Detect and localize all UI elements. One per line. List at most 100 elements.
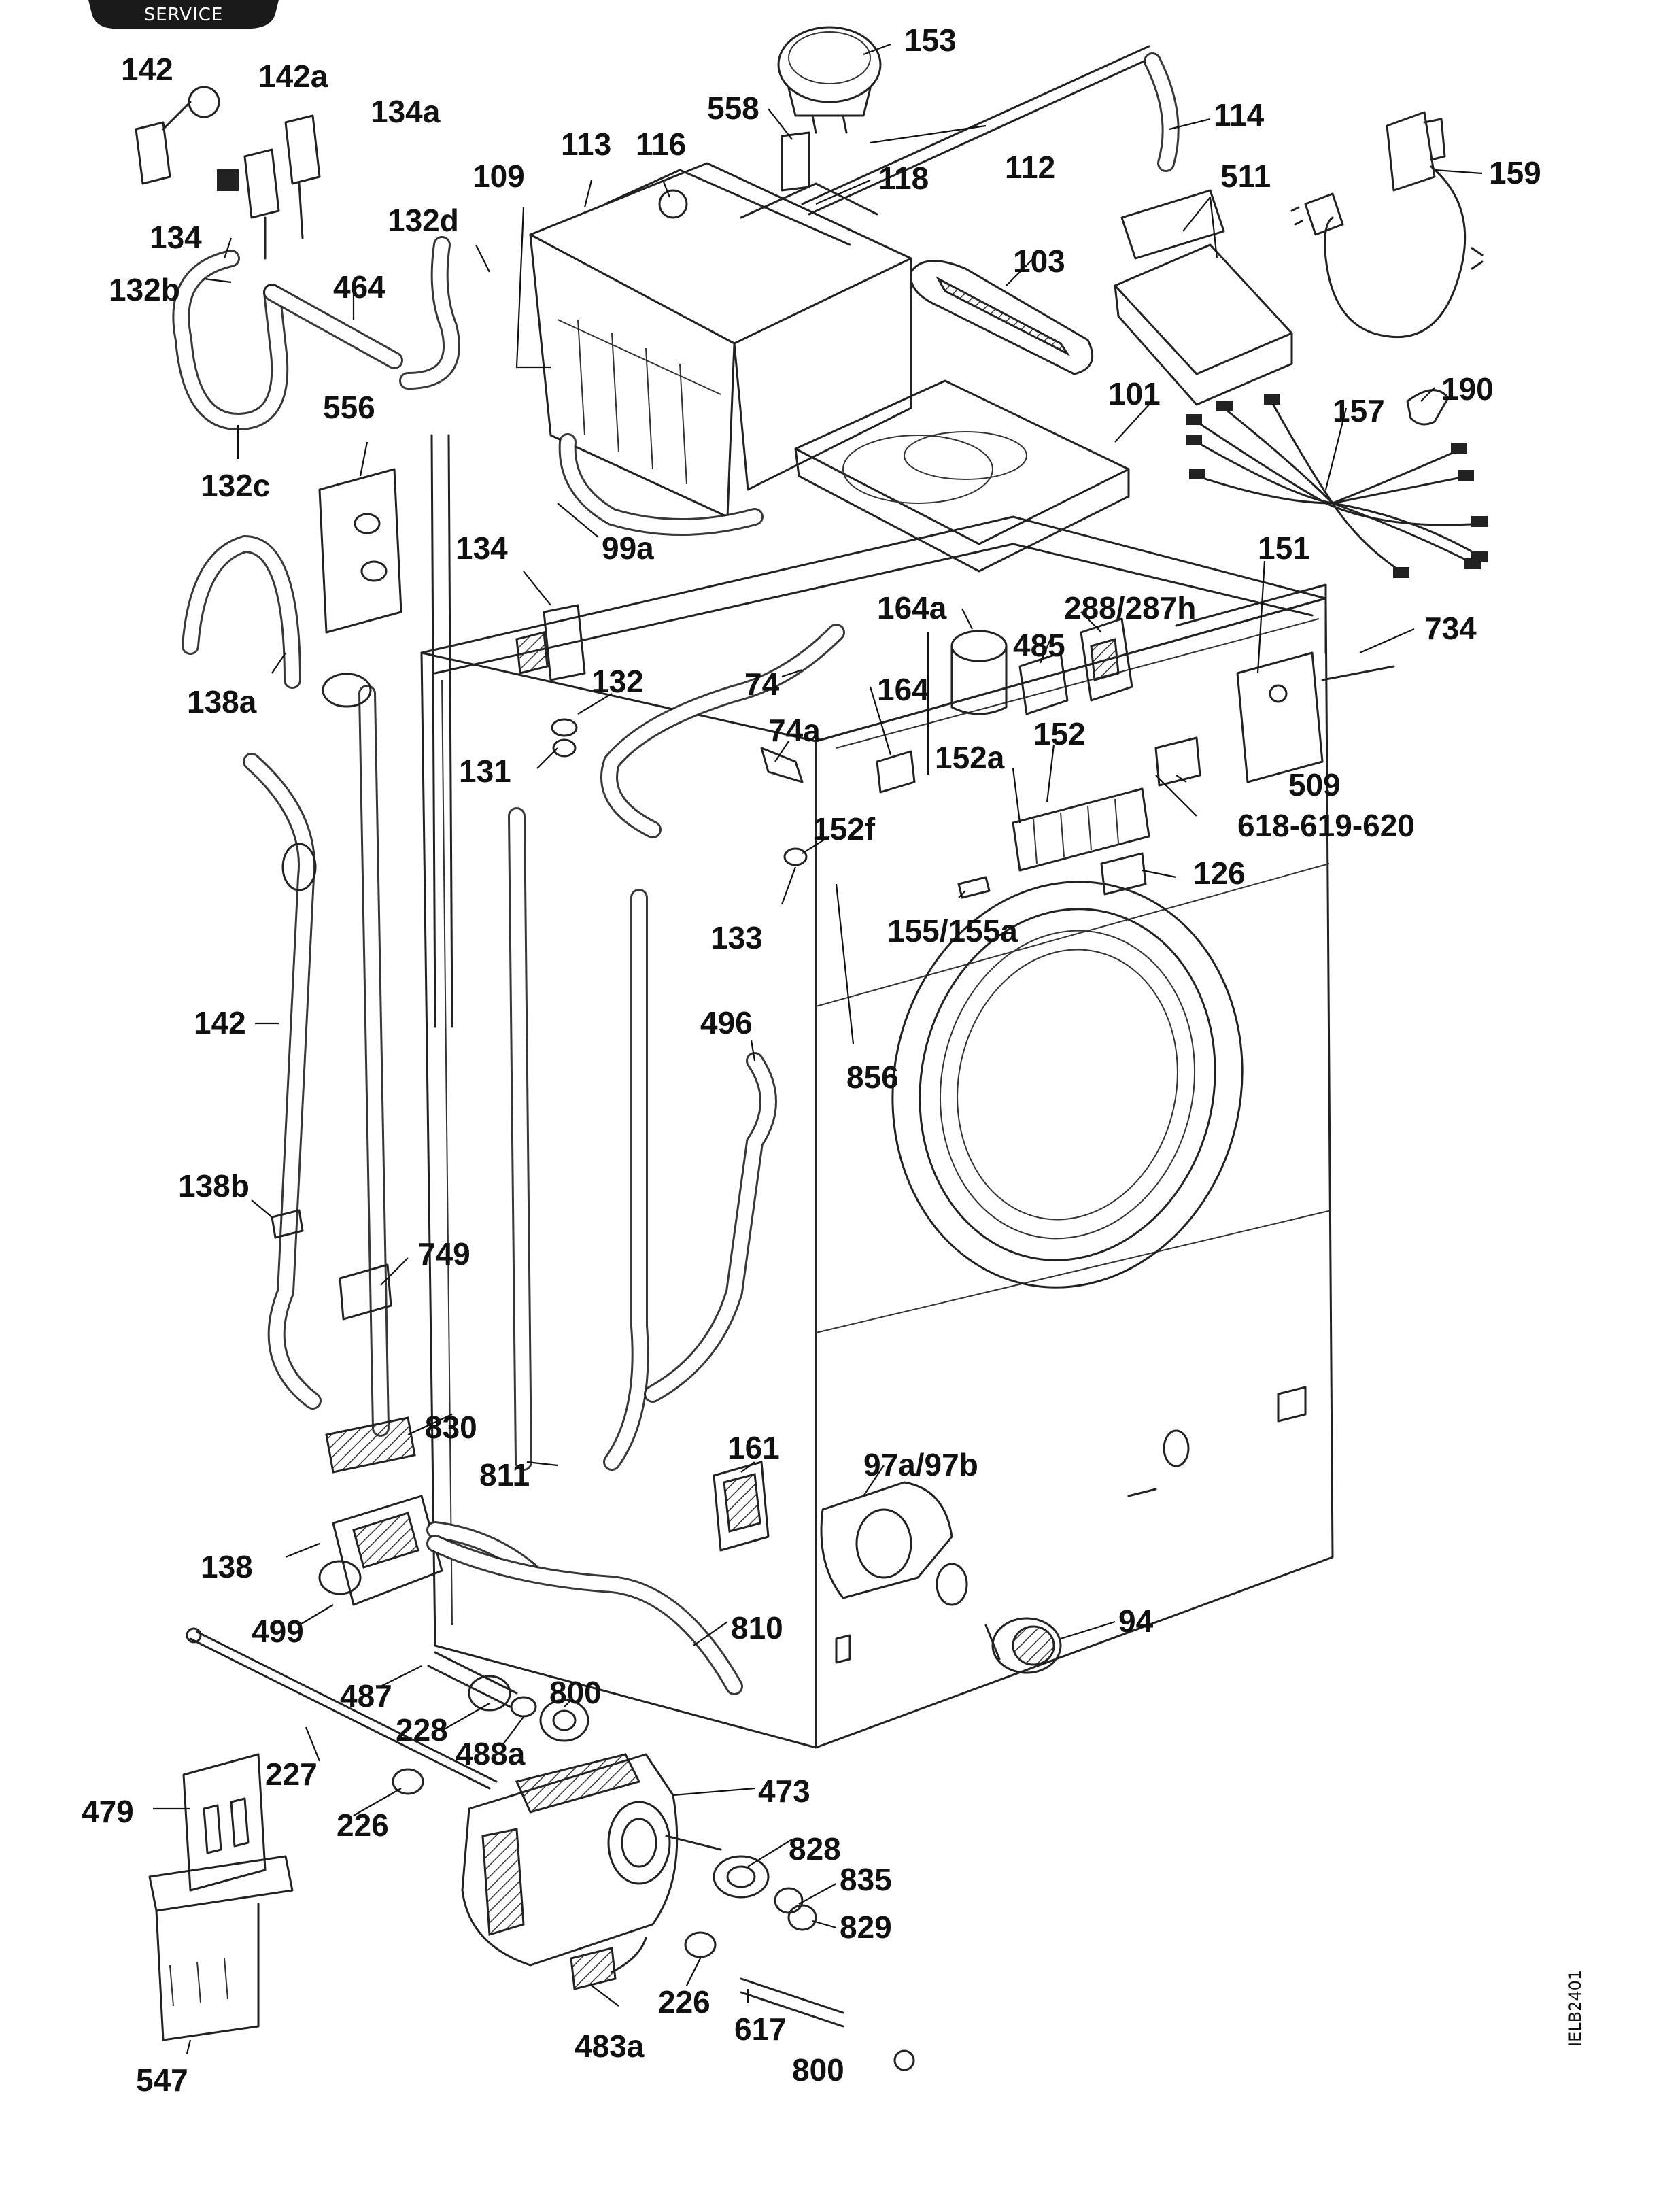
label-800b: 800 (792, 2052, 844, 2088)
capacitor-164 (950, 630, 1008, 715)
bush-800 (539, 1699, 589, 1742)
label-800a: 800 (549, 1675, 602, 1710)
label-487: 487 (340, 1678, 392, 1714)
label-618-619-620: 618-619-620 (1237, 808, 1415, 843)
label-473: 473 (758, 1773, 810, 1809)
plate-556 (318, 468, 402, 634)
label-811: 811 (479, 1457, 530, 1493)
label-161: 161 (727, 1430, 780, 1465)
label-227: 227 (265, 1756, 318, 1792)
hoses-74-99a (558, 433, 845, 838)
label-464: 464 (333, 269, 385, 305)
label-103: 103 (1013, 243, 1065, 279)
label-133: 133 (710, 920, 763, 955)
label-132: 132 (592, 664, 644, 699)
label-138: 138 (201, 1549, 253, 1584)
label-829: 829 (840, 1909, 892, 1945)
label-112: 112 (1005, 150, 1055, 185)
nut-800 (893, 2049, 915, 2071)
top-tray-101 (794, 379, 1130, 573)
wiring-harness-157 (1186, 394, 1488, 578)
hose-496 (644, 1052, 777, 1403)
label-749: 749 (418, 1236, 470, 1272)
hose-guide-138a (182, 534, 301, 689)
hose-74a (552, 738, 808, 866)
label-159: 159 (1489, 155, 1541, 190)
label-547: 547 (136, 2062, 188, 2098)
clip-190 (1406, 389, 1450, 426)
inlet-valves-134 (135, 86, 321, 260)
label-164: 164 (877, 672, 929, 707)
label-835: 835 (840, 1862, 892, 1897)
label-134a: 134a (371, 94, 441, 129)
tube-112 (801, 45, 1157, 216)
strap-617 (740, 1977, 844, 2028)
drain-hose-810 (426, 1535, 743, 1695)
terminal-block-152 (1012, 787, 1150, 872)
label-134b: 134 (456, 530, 508, 566)
label-155-155a: 155/155a (887, 913, 1018, 949)
label-142b: 142 (194, 1005, 246, 1040)
part-labels: 153 142 142a 134a 558 114 109 113 116 11… (82, 22, 1541, 2098)
motor-473 (461, 1753, 722, 1967)
hoses-132 (172, 236, 460, 431)
drain-hose-142 (243, 673, 390, 1437)
drawer-handle-103 (910, 260, 1094, 375)
label-132b: 132b (109, 272, 180, 307)
label-152: 152 (1033, 716, 1086, 751)
label-226b: 226 (658, 1984, 710, 2020)
label-499: 499 (252, 1614, 304, 1649)
label-74: 74 (744, 666, 780, 702)
filter-knob-94 (984, 1617, 1062, 1674)
label-153: 153 (904, 22, 957, 58)
label-483a: 483a (575, 2028, 645, 2064)
spacer-226 (392, 1768, 717, 1958)
drain-pump-499 (318, 1495, 539, 1606)
cabinet (420, 434, 1334, 1749)
connector-483a (570, 1937, 647, 1990)
rod-227 (186, 1627, 498, 1790)
bracket-830 (325, 1416, 416, 1474)
label-118: 118 (878, 160, 929, 196)
bracket-558 (781, 131, 810, 192)
label-142: 142 (121, 52, 173, 87)
bracket-547 (148, 1855, 294, 2041)
label-164a: 164a (877, 590, 947, 626)
label-97a-97b: 97a/97b (863, 1447, 978, 1482)
label-131: 131 (459, 753, 511, 789)
label-509: 509 (1288, 767, 1341, 802)
label-94: 94 (1118, 1603, 1154, 1639)
label-556: 556 (323, 390, 375, 425)
label-828: 828 (789, 1831, 841, 1867)
label-116: 116 (636, 126, 686, 162)
label-617: 617 (734, 2011, 787, 2047)
label-114: 114 (1214, 97, 1265, 133)
label-152a: 152a (935, 740, 1005, 775)
hose-114 (1144, 52, 1180, 172)
clip-749 (339, 1263, 392, 1321)
filter-485 (1018, 651, 1069, 715)
label-488a: 488a (456, 1736, 526, 1771)
label-151: 151 (1258, 530, 1310, 566)
sump-97a (820, 1481, 953, 1599)
label-142a: 142a (258, 58, 328, 94)
label-511: 511 (1220, 158, 1271, 194)
clip-138b (271, 1209, 304, 1239)
switches-126 (1100, 852, 1147, 896)
label-496: 496 (700, 1005, 753, 1040)
connector-155 (957, 876, 991, 899)
pulley-828 (713, 1855, 770, 1899)
label-138b: 138b (178, 1168, 250, 1204)
label-132c: 132c (201, 468, 270, 503)
door-lock-288 (1080, 617, 1133, 702)
dispenser-housing-109 (529, 162, 912, 518)
bracket-479 (182, 1753, 267, 1892)
label-856: 856 (846, 1059, 899, 1095)
drawer-511 (1114, 189, 1293, 406)
label-99a: 99a (602, 530, 654, 566)
label-734: 734 (1424, 611, 1477, 646)
label-152f: 152f (812, 811, 876, 847)
heater-161 (713, 1461, 770, 1552)
label-109: 109 (473, 158, 525, 194)
